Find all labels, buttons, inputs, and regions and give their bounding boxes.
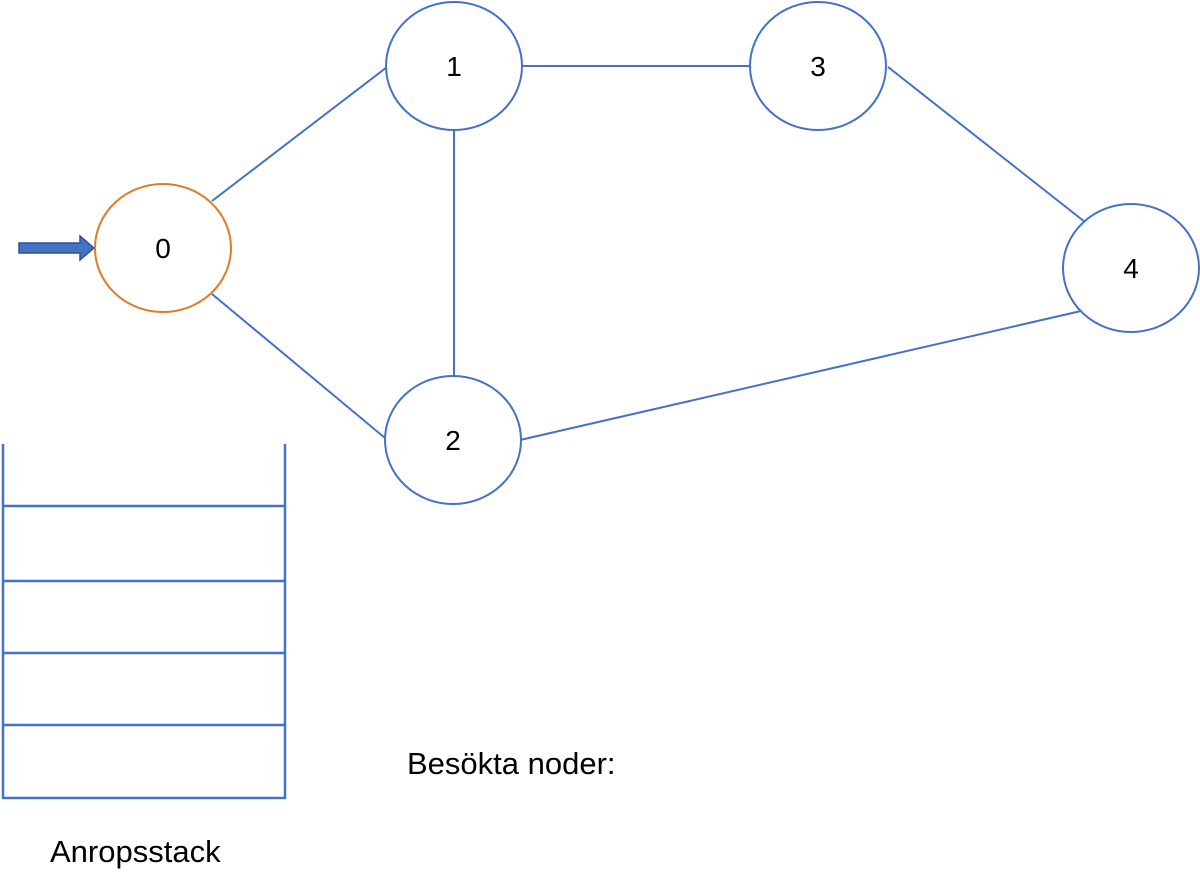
- edge-3-4: [887, 66, 1086, 223]
- node-0[interactable]: 0: [94, 183, 232, 313]
- node-4-circle: [1062, 203, 1200, 333]
- node-0-circle: [94, 183, 232, 313]
- node-4[interactable]: 4: [1062, 203, 1200, 333]
- node-2-label: 2: [445, 425, 461, 456]
- node-1-label: 1: [446, 51, 462, 82]
- node-3-circle: [749, 1, 887, 131]
- current-node-arrow-icon: [18, 234, 96, 262]
- edge-0-1: [211, 66, 388, 202]
- node-3[interactable]: 3: [749, 1, 887, 131]
- node-2-circle: [384, 375, 522, 505]
- node-1[interactable]: 1: [385, 1, 523, 131]
- call-stack: [1, 444, 287, 800]
- node-3-label: 3: [810, 51, 826, 82]
- call-stack-label: Anropsstack: [50, 834, 221, 869]
- edge-0-2: [211, 293, 386, 439]
- node-2[interactable]: 2: [384, 375, 522, 505]
- node-4-label: 4: [1123, 253, 1139, 284]
- visited-nodes-label: Besökta noder:: [407, 746, 616, 781]
- node-1-circle: [385, 1, 523, 131]
- node-0-label: 0: [155, 233, 171, 264]
- edge-2-4: [519, 310, 1082, 441]
- edges: [211, 65, 1086, 441]
